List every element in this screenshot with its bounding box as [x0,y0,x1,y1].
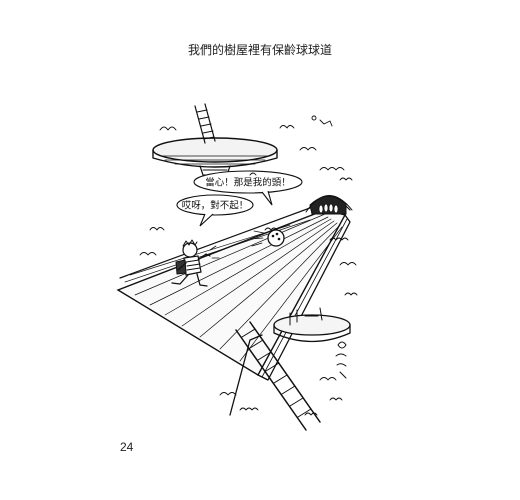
page-title: 我們的樹屋裡有保齡球球道 [187,43,332,57]
pin-deck [305,195,353,215]
page-number: 24 [120,440,134,454]
speech-bubble-apology: 哎呀，對不起！ [176,194,254,227]
bottom-platform [273,307,351,343]
running-boy [171,239,220,287]
bottom-ladder [229,321,321,431]
speech-bubble-warning: 當心！那是我的頭！ [193,170,303,206]
bowling-ball [249,229,285,247]
speech-bubble-warning-text: 當心！那是我的頭！ [205,177,291,189]
artist-signature [335,341,347,379]
top-ladder [194,103,216,144]
speech-bubble-apology-text: 哎呀，對不起！ [182,200,249,212]
clouds-doodles [139,115,358,416]
bowling-lane [116,199,351,381]
